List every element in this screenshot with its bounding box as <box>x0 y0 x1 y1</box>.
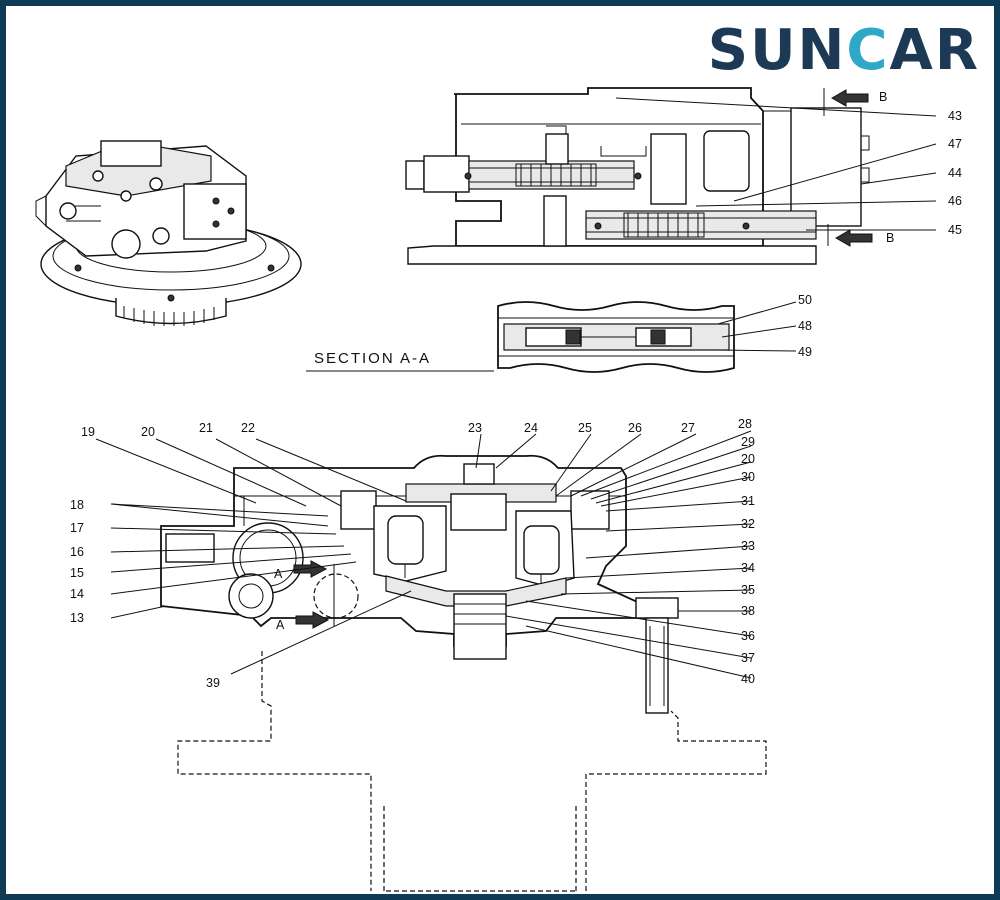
callout-49: 49 <box>798 345 812 359</box>
callout-19: 19 <box>81 425 95 439</box>
callout-36: 36 <box>741 629 755 643</box>
callout-33: 33 <box>741 539 755 553</box>
callout-45: 45 <box>948 223 962 237</box>
valve-section-view: B B 43 47 44 46 45 <box>405 87 962 265</box>
callout-28: 28 <box>738 417 752 431</box>
callout-17: 17 <box>70 521 84 535</box>
callout-15: 15 <box>70 566 84 580</box>
callout-39: 39 <box>206 676 220 690</box>
callout-31: 31 <box>741 494 755 508</box>
exploded-diagram: B B 43 47 44 46 45 50 48 49 <box>35 87 962 892</box>
section-title: SECTION A-A <box>314 350 431 367</box>
callout-21: 21 <box>199 421 213 435</box>
diagram-frame: SUNCAR <box>6 6 994 894</box>
arrow-label-b-lower: B <box>886 231 894 245</box>
callout-20-right: 20 <box>741 452 755 466</box>
callout-27: 27 <box>681 421 695 435</box>
logo-suffix: AR <box>889 18 980 83</box>
callout-29: 29 <box>741 435 755 449</box>
arrow-label-b-upper: B <box>879 90 887 104</box>
callout-37: 37 <box>741 651 755 665</box>
callout-32: 32 <box>741 517 755 531</box>
arrow-label-a-lower: A <box>276 618 285 632</box>
callout-25: 25 <box>578 421 592 435</box>
motor-section-view: A A <box>70 417 767 892</box>
callout-24: 24 <box>524 421 538 435</box>
logo-c: C <box>846 18 890 83</box>
callout-23: 23 <box>468 421 482 435</box>
callout-18: 18 <box>70 498 84 512</box>
callout-30: 30 <box>741 470 755 484</box>
callout-22: 22 <box>241 421 255 435</box>
logo-prefix: SUN <box>707 18 847 83</box>
callout-16: 16 <box>70 545 84 559</box>
callout-47: 47 <box>948 137 962 151</box>
section-a-a-view: 50 48 49 SECTION A-A <box>306 293 812 373</box>
callout-34: 34 <box>741 561 755 575</box>
callout-35: 35 <box>741 583 755 597</box>
callout-20-top: 20 <box>141 425 155 439</box>
callout-40: 40 <box>741 672 755 686</box>
callout-48: 48 <box>798 319 812 333</box>
callout-46: 46 <box>948 194 962 208</box>
callout-50: 50 <box>798 293 812 307</box>
motor-isometric-view <box>35 140 302 326</box>
callout-13: 13 <box>70 611 84 625</box>
callout-44: 44 <box>948 166 962 180</box>
callout-26: 26 <box>628 421 642 435</box>
suncar-logo: SUNCAR <box>708 18 980 83</box>
callout-43: 43 <box>948 109 962 123</box>
arrow-label-a-upper: A <box>274 567 283 581</box>
callout-14: 14 <box>70 587 84 601</box>
callout-38: 38 <box>741 604 755 618</box>
